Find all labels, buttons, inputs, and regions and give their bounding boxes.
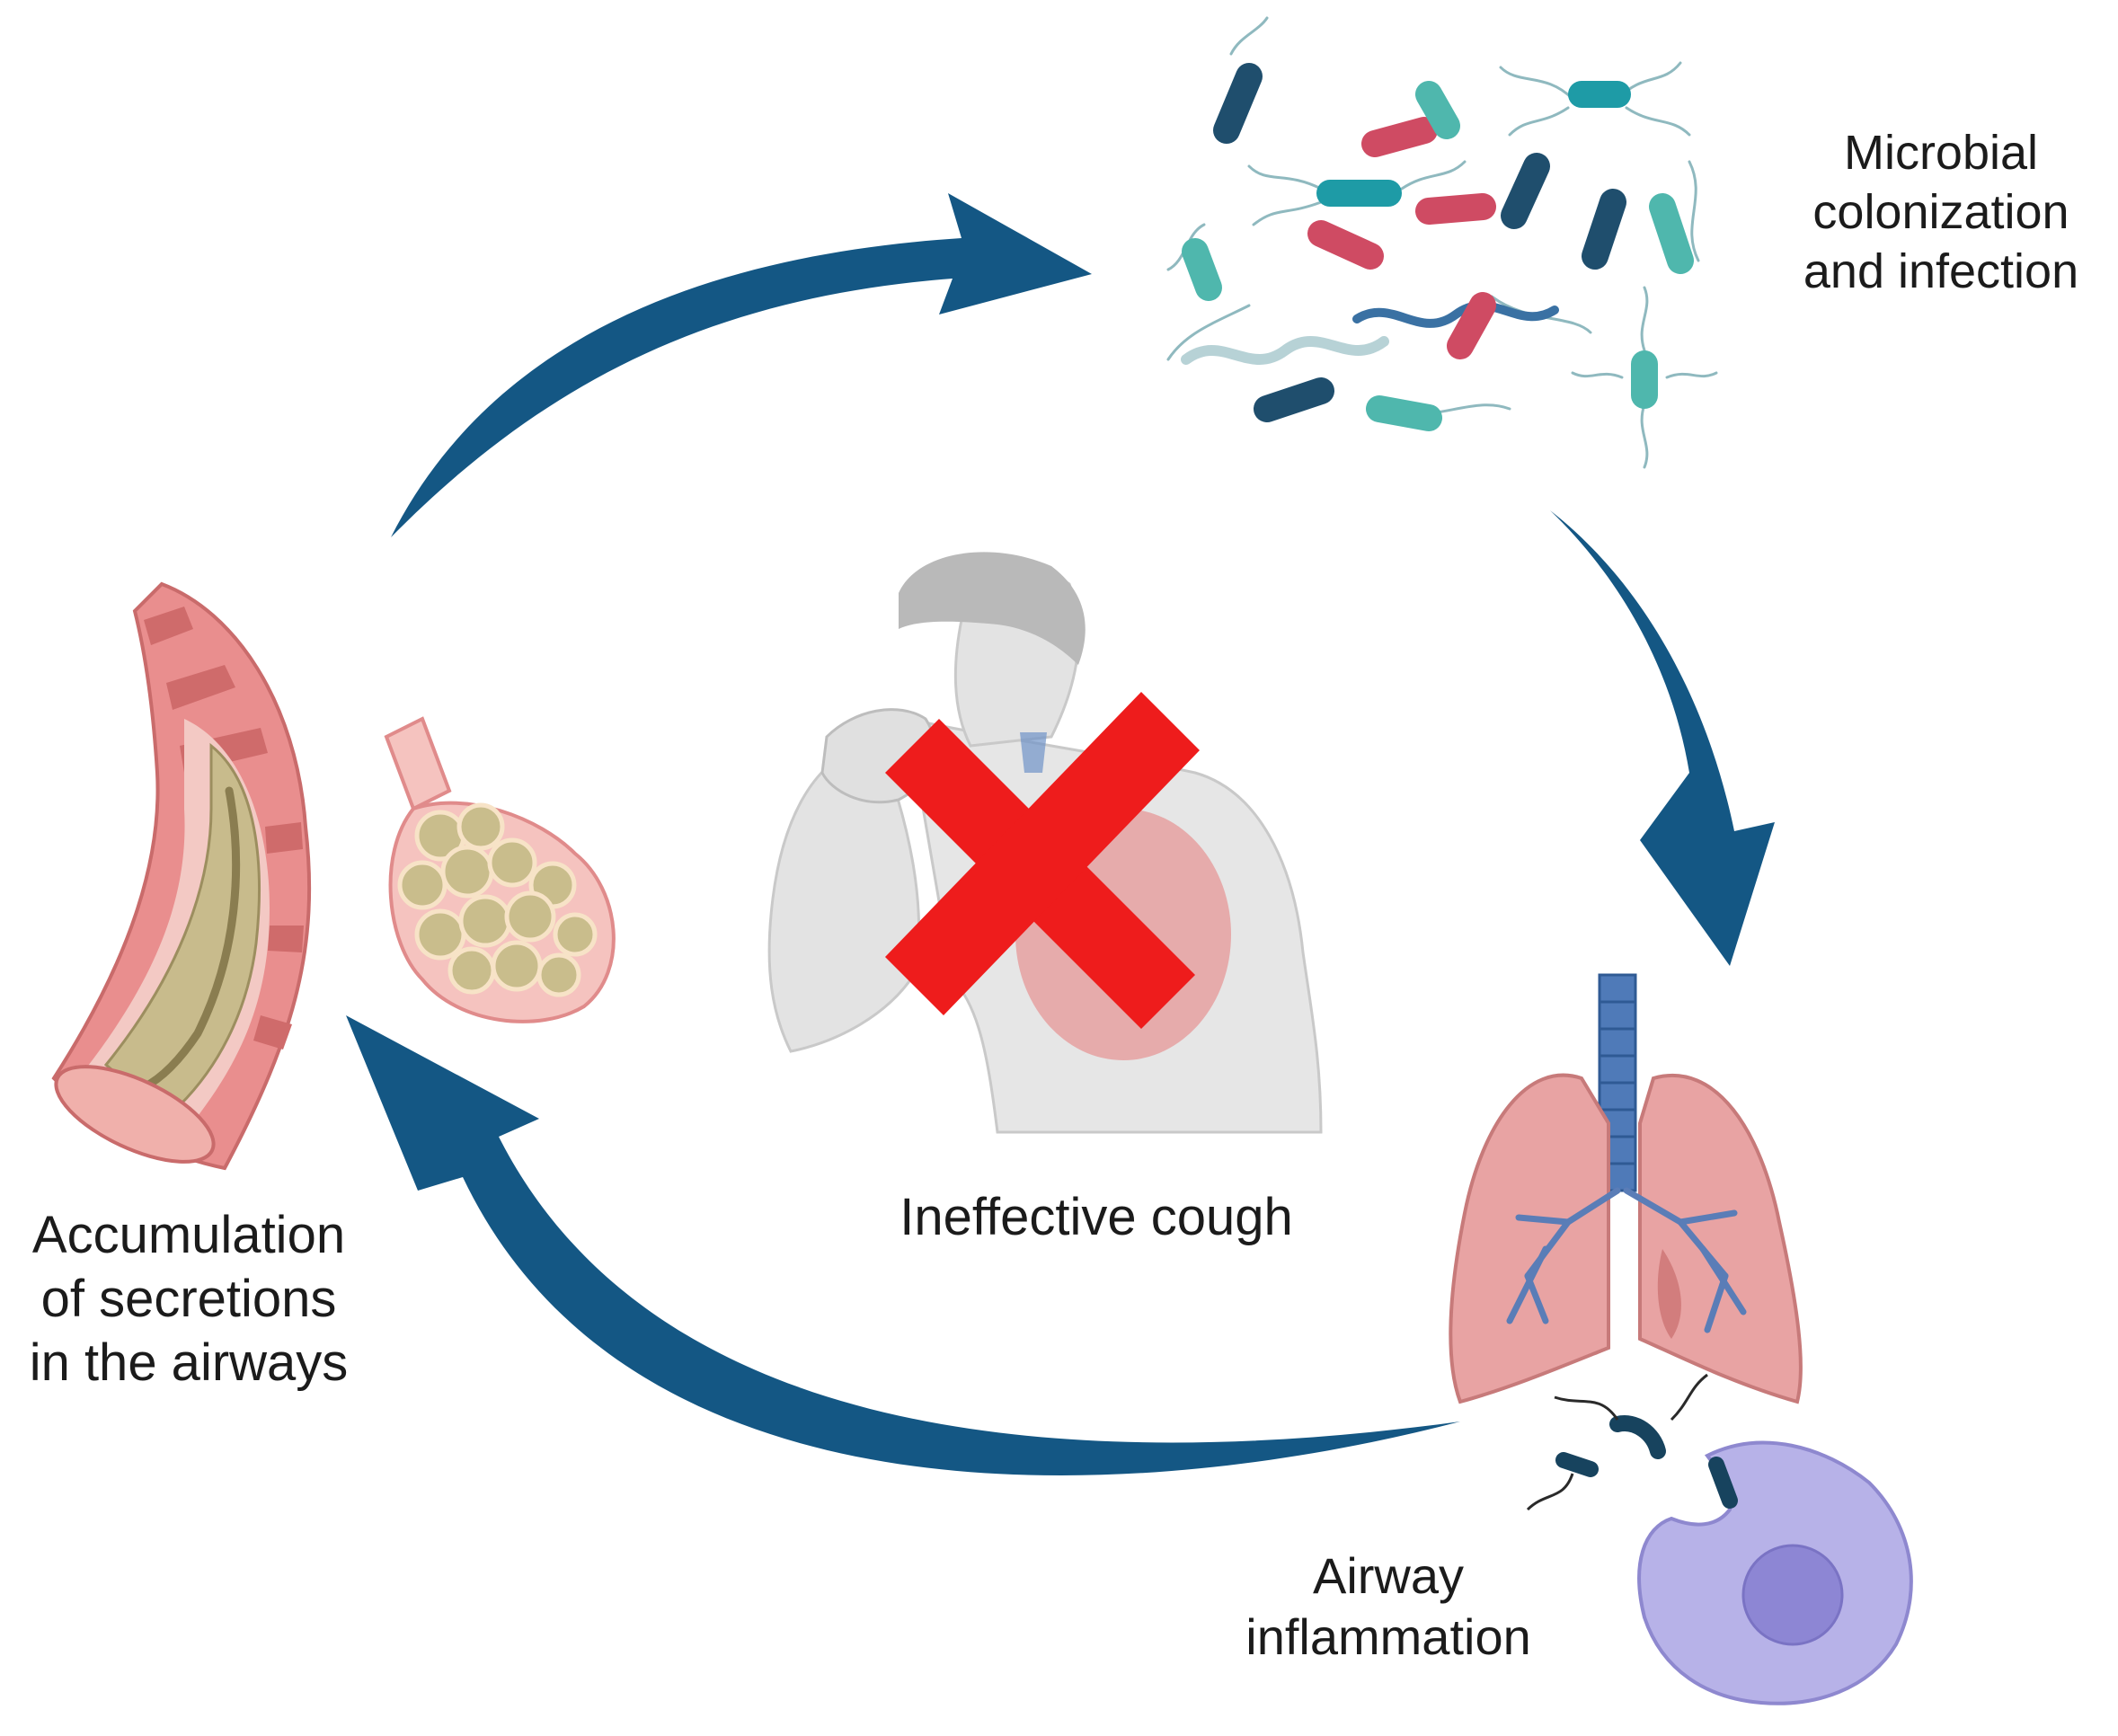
label-line: in the airways — [29, 1333, 349, 1392]
label-line: of secretions — [40, 1269, 337, 1328]
label-line: Accumulation — [31, 1206, 346, 1264]
arrow-to-airways — [346, 1015, 1460, 1476]
lungs-icon — [1449, 973, 1803, 1404]
label-accumulation-of-secretions: Accumulation of secretions in the airway… — [0, 1204, 377, 1395]
label-line: and infection — [1803, 244, 2079, 298]
macrophage-icon — [1526, 1373, 1913, 1705]
label-line: Ineffective cough — [899, 1188, 1293, 1246]
red-cross-icon — [885, 692, 1200, 1029]
arrow-to-microbes — [391, 193, 1092, 537]
bacteria-cluster-icon — [1166, 16, 1718, 469]
arrow-to-lungs — [1550, 510, 1775, 966]
label-line: Airway — [1312, 1547, 1465, 1604]
label-airway-inflammation: Airway inflammation — [1186, 1546, 1591, 1669]
label-line: colonization — [1812, 184, 2069, 239]
label-ineffective-cough: Ineffective cough — [836, 1186, 1357, 1250]
alveoli-icon — [384, 716, 616, 1023]
label-line: Microbial — [1843, 126, 2039, 180]
bronchus-cross-section-icon — [51, 581, 312, 1171]
cycle-arrows — [346, 193, 1775, 1476]
label-line: inflammation — [1245, 1608, 1531, 1666]
person-coughing-icon — [767, 552, 1323, 1134]
label-microbial-colonization: Microbial colonization and infection — [1752, 124, 2118, 302]
